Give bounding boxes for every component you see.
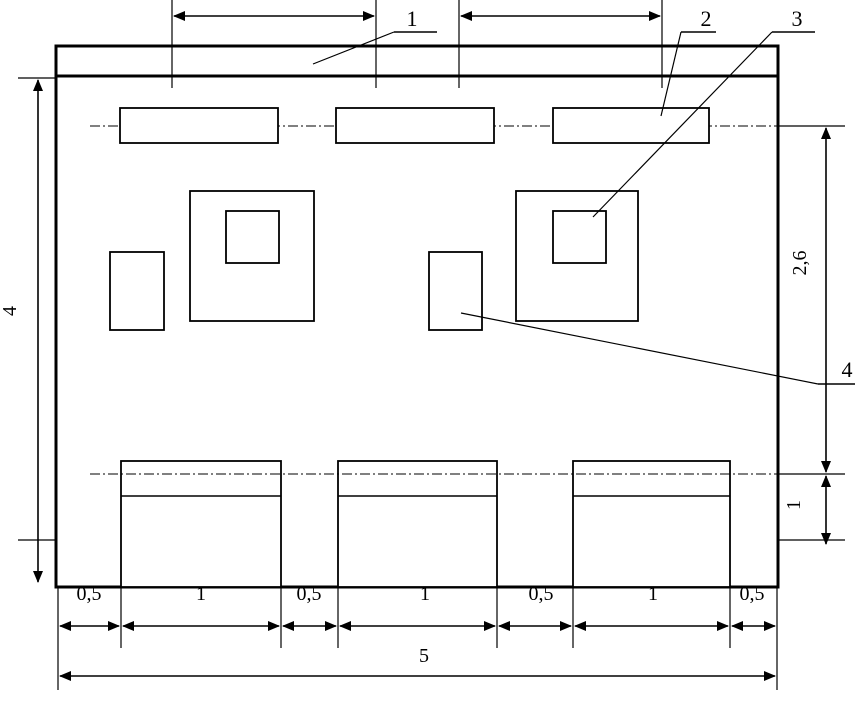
small-rect-center [428, 251, 483, 331]
callout-leader-3 [592, 31, 815, 218]
dimension-width-total: 5 [419, 645, 429, 667]
dimension-height-lower: 1 [783, 500, 805, 510]
inner-square-right [552, 210, 607, 264]
top-pad-center [335, 107, 495, 144]
top-dimension-right [458, 0, 663, 88]
callout-label-4: 4 [842, 357, 853, 382]
callout-label-1: 1 [407, 6, 418, 31]
top-pad-right [552, 107, 710, 144]
dimension-gap-2: 0,5 [297, 583, 322, 605]
callout-label-2: 2 [701, 6, 712, 31]
dimension-height-upper: 2,6 [789, 251, 811, 276]
top-dimension-left [171, 0, 377, 88]
bottom-extension-lines [57, 587, 778, 690]
dimension-pad-1: 1 [196, 583, 206, 605]
callout-leader-2 [660, 31, 716, 117]
callout-label-3: 3 [792, 6, 803, 31]
dimension-pad-2: 1 [420, 583, 430, 605]
dimension-pad-3: 1 [648, 583, 658, 605]
inner-square-left [225, 210, 280, 264]
bottom-pad-center [337, 460, 498, 588]
dimension-gap-1: 0,5 [77, 583, 102, 605]
dimension-gap-4: 0,5 [740, 583, 765, 605]
dimension-gap-3: 0,5 [529, 583, 554, 605]
bottom-pad-right [572, 460, 731, 588]
dimension-height-total: 4 [0, 306, 21, 316]
callout-leader-1 [312, 31, 437, 65]
small-rect-left [109, 251, 165, 331]
top-pad-left [119, 107, 279, 144]
callout-leader-4 [460, 312, 855, 385]
bottom-pad-left [120, 460, 282, 588]
